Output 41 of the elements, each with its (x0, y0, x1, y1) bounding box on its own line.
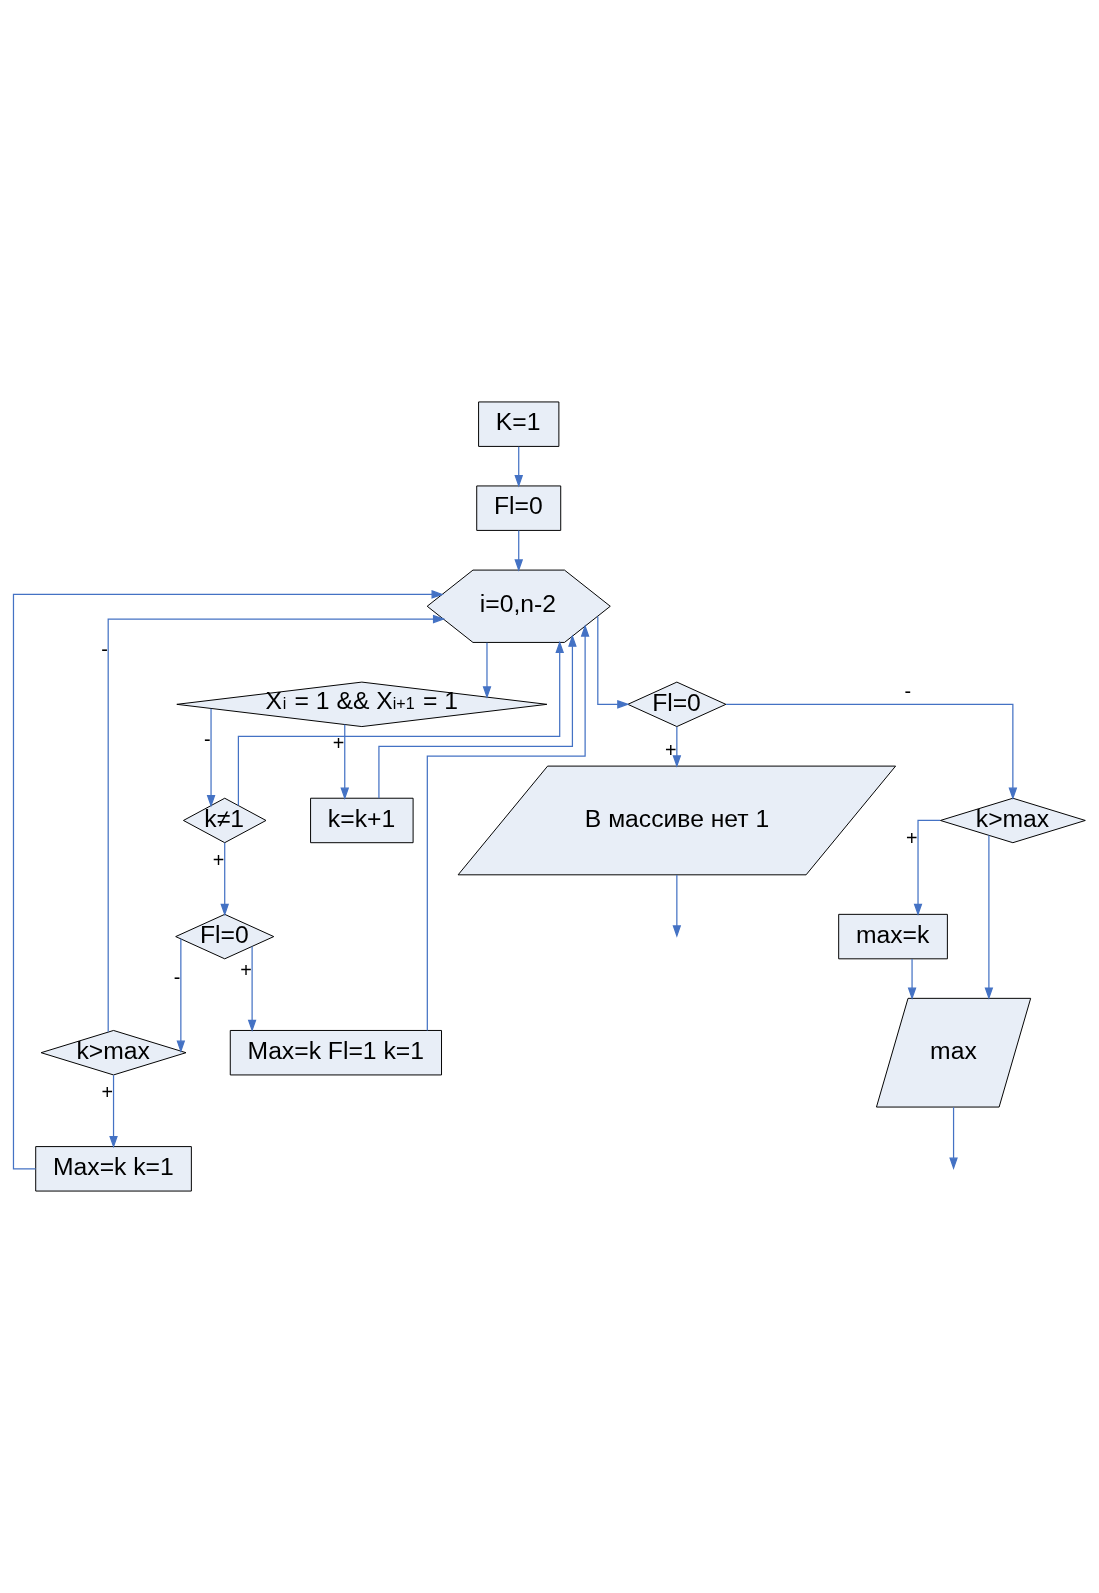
arrow (247, 945, 257, 1033)
arrow (907, 958, 917, 1000)
arrow (672, 874, 682, 938)
arrow (514, 529, 524, 572)
arrow (426, 624, 590, 1032)
node-diamond: k>max (939, 797, 1086, 844)
arrow (514, 446, 524, 488)
node-diamond: Xi = 1 && Xi+1 = 1 (176, 681, 548, 728)
edge-label: - (101, 638, 108, 661)
edge-label: + (906, 826, 918, 849)
arrow (913, 819, 941, 917)
node-box: Max=k k=1 (35, 1146, 192, 1192)
node-box: K=1 (478, 401, 560, 447)
edge-label: - (204, 727, 211, 750)
arrow (672, 726, 682, 768)
node-diamond: Fl=0 (627, 681, 727, 728)
arrow (984, 834, 994, 1000)
arrow (949, 1106, 958, 1170)
edge-label: - (904, 679, 911, 702)
edge-label: + (101, 1081, 114, 1104)
arrow (482, 642, 492, 699)
arrow (597, 615, 630, 709)
arrow (107, 614, 446, 1033)
arrow (237, 640, 565, 807)
edge-label: + (332, 731, 345, 754)
node-box: k=k+1 (310, 797, 414, 844)
node-box: Fl=0 (476, 485, 562, 531)
arrow (176, 938, 186, 1053)
arrow (109, 1074, 118, 1149)
arrow (206, 708, 216, 808)
node-box: Max=k Fl=1 k=1 (229, 1029, 442, 1076)
edge-label: - (173, 965, 181, 988)
arrow (220, 842, 230, 917)
node-diamond: Fl=0 (175, 913, 275, 960)
arrow (340, 723, 350, 800)
edge-label: + (664, 739, 677, 762)
arrow (378, 634, 577, 799)
edge-label: + (240, 958, 252, 981)
node-box: max=k (838, 913, 948, 960)
arrow (725, 703, 1018, 800)
edge-label: + (212, 849, 225, 872)
